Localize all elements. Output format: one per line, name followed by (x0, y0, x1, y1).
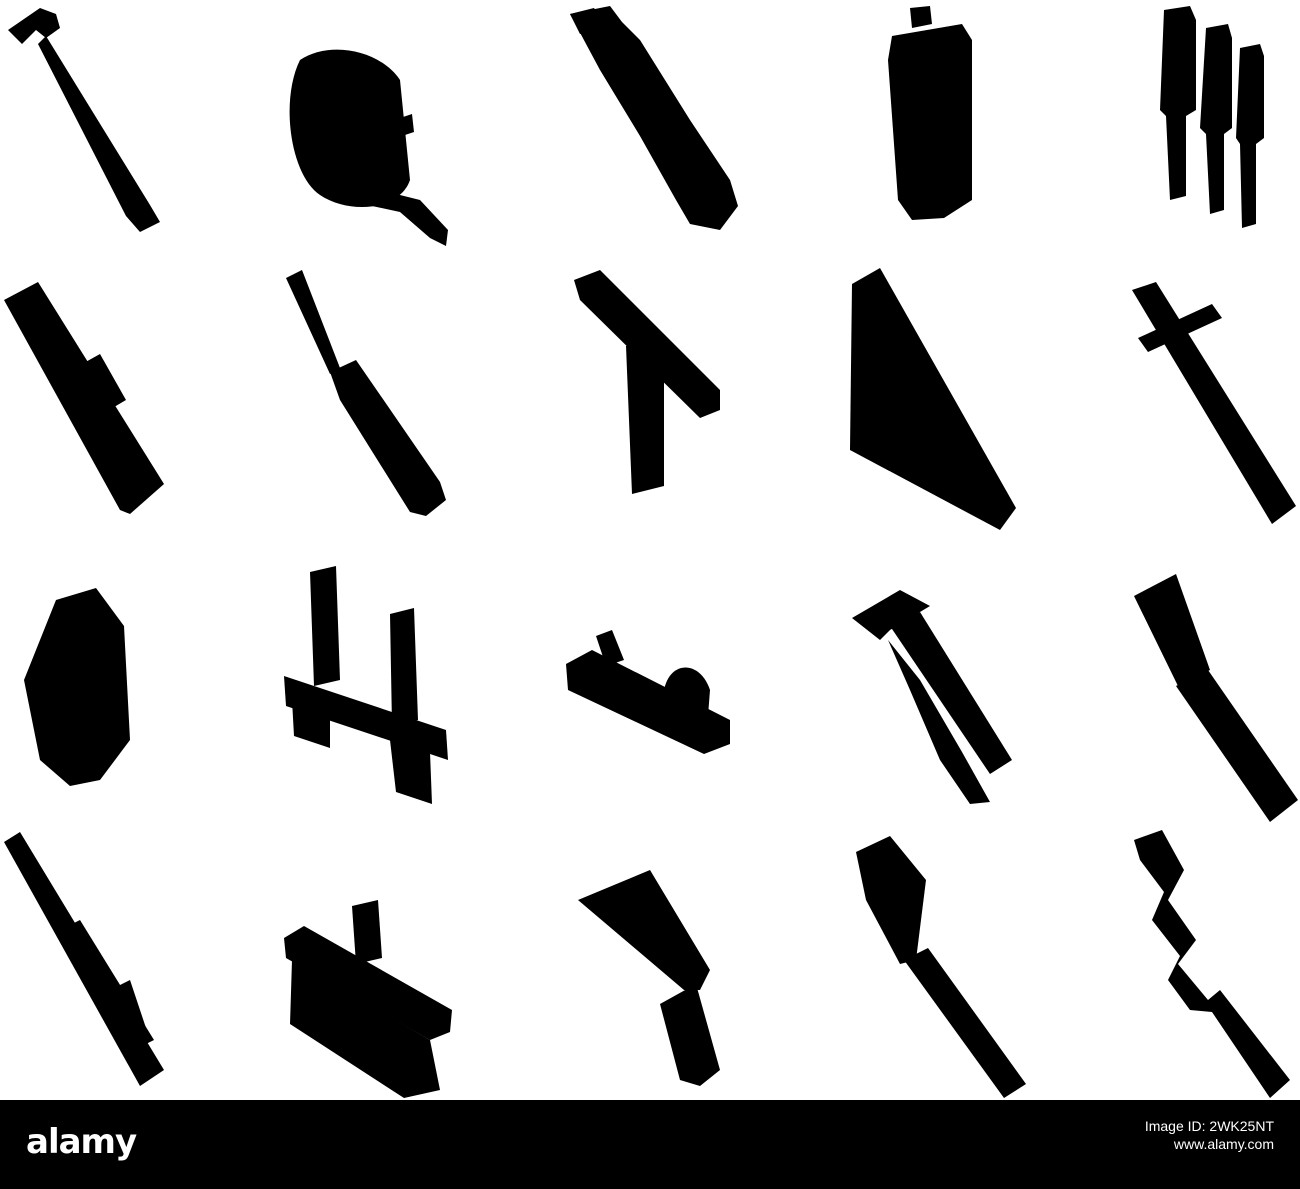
auger-bit-icon (1134, 830, 1290, 1098)
speed-square-icon (850, 268, 1016, 530)
hand-plane-icon (566, 630, 730, 754)
spirit-level-icon (4, 282, 164, 514)
mortise-chisel-icon (1134, 574, 1298, 822)
screwdriver-icon (286, 270, 446, 516)
tape-measure-icon (289, 49, 448, 246)
bar-clamps-icon (284, 566, 448, 804)
moisture-meter-icon (872, 6, 988, 220)
watermark-footer: alamy Image ID: 2WK25NT www.alamy.com (0, 1100, 1300, 1189)
pry-bar-icon (4, 832, 164, 1086)
alamy-logo: alamy (26, 1122, 137, 1162)
chalk-line-icon (24, 588, 130, 786)
hammer-icon (8, 8, 160, 232)
clamp-pliers-icon (852, 590, 1012, 804)
utility-knife-icon (570, 6, 738, 230)
site-url-text: www.alamy.com (1173, 1135, 1274, 1152)
marking-gauge-icon (1132, 282, 1296, 524)
coping-saw-icon (578, 870, 720, 1086)
icon-grid (4, 6, 1298, 1098)
spade-bit-icon (856, 836, 1026, 1098)
sliding-bevel-icon (574, 270, 720, 494)
chisel-set-icon (1160, 6, 1264, 228)
footer-id-block: Image ID: 2WK25NT www.alamy.com (914, 1118, 1274, 1153)
spokeshave-icon (284, 900, 452, 1098)
image-id-text: Image ID: 2WK25NT (1144, 1118, 1274, 1134)
